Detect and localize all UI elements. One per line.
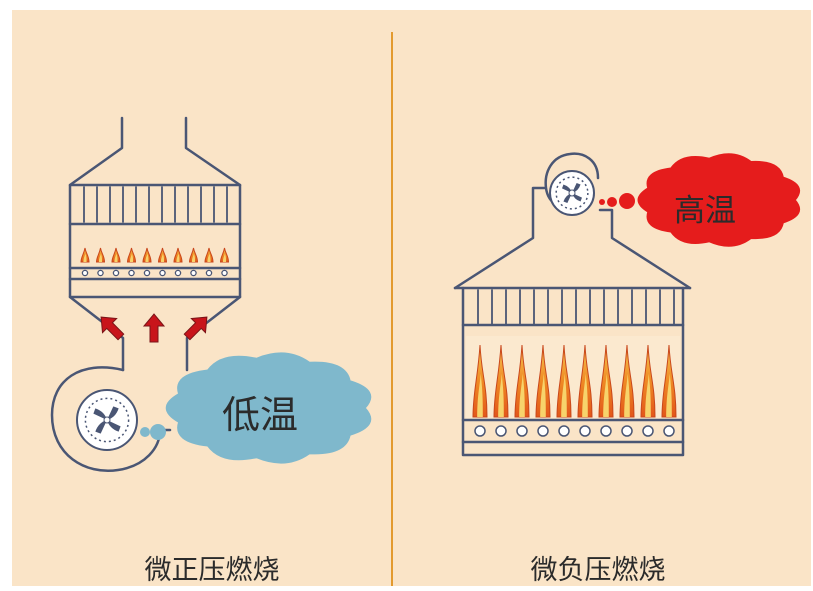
- flame-core: [222, 253, 227, 262]
- flame-core: [176, 253, 180, 262]
- left-flame: [173, 247, 183, 263]
- right-flame: [556, 344, 572, 418]
- right-bubble-small: [607, 197, 617, 207]
- right-bubble-large: [619, 193, 635, 209]
- left-flame: [95, 247, 106, 263]
- caption-micro-positive-pressure: 微正压燃烧: [144, 555, 280, 586]
- left-fan-scroll: [50, 366, 162, 472]
- right-nozzle: [516, 425, 528, 437]
- right-nozzle: [474, 425, 486, 437]
- right-cloud: [637, 153, 801, 247]
- left-flame: [219, 247, 230, 263]
- left-arrow-ne: [183, 316, 208, 341]
- left-nozzle: [190, 269, 197, 277]
- flame-core: [114, 253, 118, 262]
- left-nozzle: [221, 269, 228, 277]
- flame-core: [582, 373, 588, 417]
- left-flame: [80, 247, 90, 263]
- right-flame: [472, 344, 488, 418]
- flame-core: [645, 373, 651, 417]
- fan-hub: [568, 189, 576, 197]
- right-nozzle: [600, 425, 612, 437]
- flame-core: [207, 253, 211, 262]
- left-nozzle: [143, 269, 151, 277]
- right-flame: [493, 344, 509, 418]
- right-flame: [661, 344, 677, 418]
- right-bubble-tiny: [599, 199, 605, 205]
- fan-inner-ring: [84, 397, 130, 443]
- flame-core: [561, 373, 567, 417]
- right-flame: [640, 344, 656, 418]
- low-temperature-label: 低温: [221, 393, 298, 437]
- flame-core: [603, 373, 609, 417]
- arrow-icon: [142, 313, 166, 343]
- fan-blade: [93, 408, 107, 420]
- left-nozzle: [112, 269, 120, 277]
- flame-core: [191, 253, 196, 262]
- left-nozzle: [97, 269, 104, 277]
- flame-core: [519, 373, 525, 417]
- left-flame: [111, 247, 121, 263]
- right-flame: [577, 344, 593, 418]
- flame-core: [160, 253, 165, 262]
- left-nozzle: [128, 269, 135, 277]
- left-bubble-small: [140, 427, 150, 437]
- fan-inner-ring: [555, 176, 589, 210]
- right-flame: [514, 344, 530, 418]
- right-nozzle: [642, 425, 654, 437]
- left-flame: [188, 247, 199, 263]
- left-outline-left: [68, 116, 125, 372]
- fan-blade: [107, 406, 119, 420]
- right-nozzle: [537, 425, 549, 437]
- left-cloud: [165, 352, 372, 464]
- flame-core: [145, 253, 149, 262]
- flame-core: [666, 373, 672, 417]
- left-furnace: [50, 116, 372, 472]
- flame-core: [498, 373, 504, 417]
- left-bubble-large: [150, 424, 166, 440]
- right-nozzle: [558, 425, 570, 437]
- right-nozzle: [621, 425, 633, 437]
- right-body: [461, 286, 685, 457]
- left-fan: [76, 389, 138, 451]
- cloud-icon: [637, 153, 801, 247]
- right-roof-left: [453, 186, 547, 290]
- right-nozzle: [663, 425, 675, 437]
- flame-core: [83, 253, 87, 262]
- flame-core: [98, 253, 103, 262]
- fan-blade: [107, 420, 121, 432]
- right-flame: [535, 344, 551, 418]
- left-flame: [157, 247, 168, 263]
- fan-blade: [95, 420, 107, 434]
- flame-core: [477, 373, 483, 417]
- left-nozzle: [159, 269, 166, 277]
- arrow-icon: [183, 316, 208, 341]
- fan-hub: [103, 416, 111, 424]
- right-furnace: [453, 152, 801, 457]
- right-flame: [598, 344, 614, 418]
- left-arrow-up: [142, 313, 166, 343]
- left-outline-right: [184, 116, 242, 372]
- right-nozzle: [495, 425, 507, 437]
- left-nozzle: [205, 269, 213, 277]
- right-roof-right: [598, 208, 692, 290]
- flame-core: [624, 373, 630, 417]
- arrow-icon: [100, 316, 125, 341]
- left-nozzle: [81, 269, 89, 277]
- left-flame: [204, 247, 214, 263]
- flame-core: [540, 373, 546, 417]
- high-temperature-label: 高温: [674, 193, 736, 229]
- left-nozzle: [174, 269, 182, 277]
- left-flame: [142, 247, 152, 263]
- right-nozzle: [579, 425, 591, 437]
- caption-micro-negative-pressure: 微负压燃烧: [530, 555, 666, 586]
- left-arrow-nw: [100, 316, 125, 341]
- flame-core: [129, 253, 134, 262]
- cloud-icon: [165, 352, 372, 464]
- right-fan: [549, 170, 595, 216]
- left-flame: [126, 247, 137, 263]
- right-flame: [619, 344, 635, 418]
